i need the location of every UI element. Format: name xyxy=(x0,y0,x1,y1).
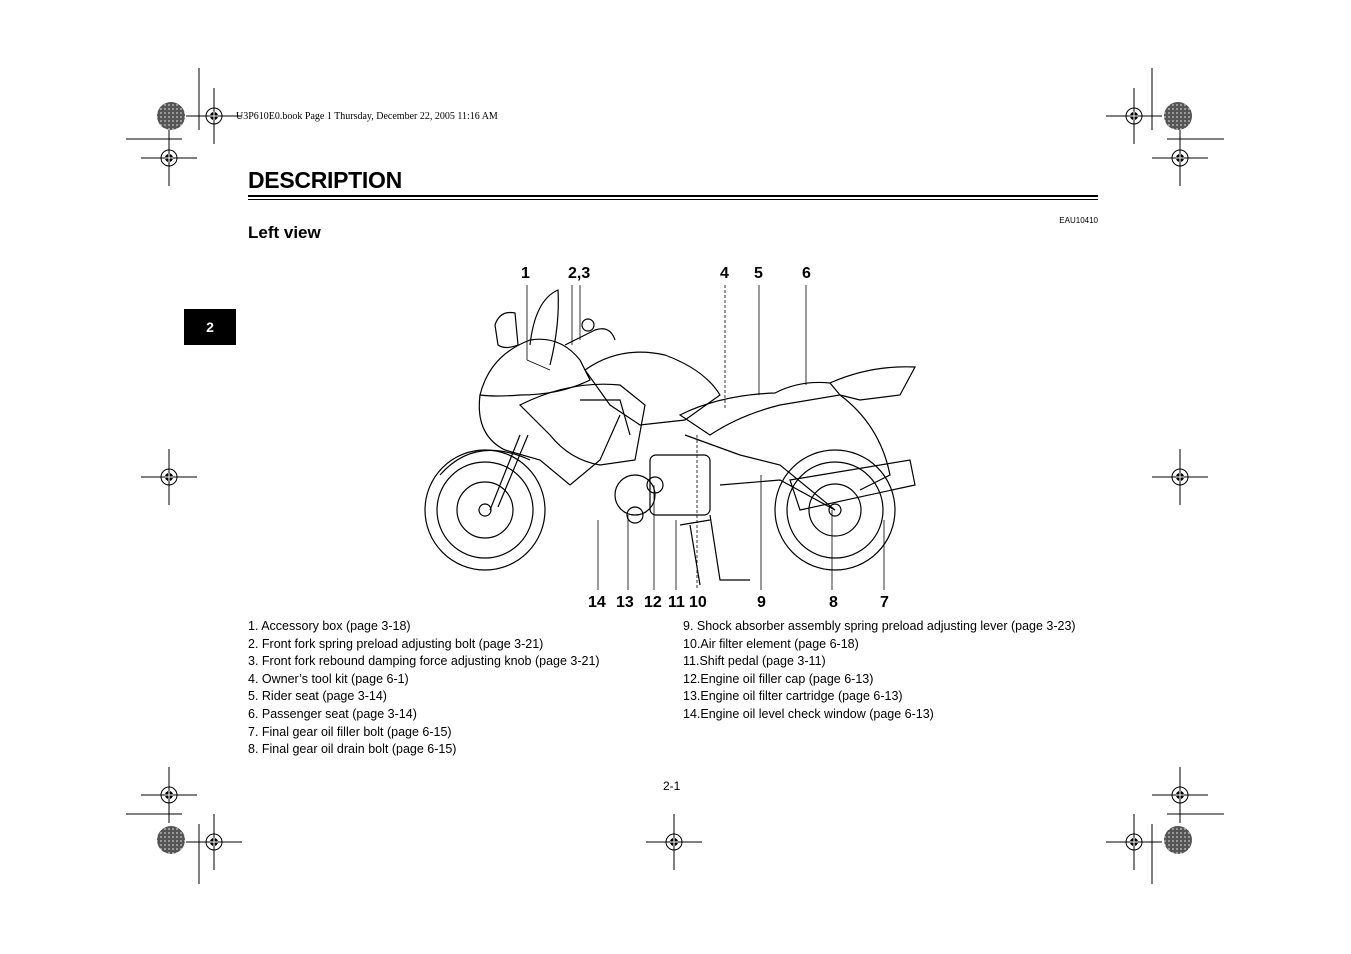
callout-10: 10 xyxy=(689,594,707,611)
motorcycle-illustration-icon xyxy=(424,285,916,590)
legend-item: 4. Owner’s tool kit (page 6-1) xyxy=(248,671,409,686)
title-rule xyxy=(248,195,1098,197)
callout-13: 13 xyxy=(616,594,634,611)
callout-7: 7 xyxy=(880,594,889,611)
doc-code: EAU10410 xyxy=(1059,216,1098,225)
callout-11: 11 xyxy=(668,594,685,611)
callout-9: 9 xyxy=(757,594,766,611)
callout-6: 6 xyxy=(802,265,811,282)
legend-item: 9. Shock absorber assembly spring preloa… xyxy=(683,619,1076,633)
legend-item: 5. Rider seat (page 3-14) xyxy=(248,689,387,704)
callout-8: 8 xyxy=(829,594,838,611)
color-wheel-icon xyxy=(157,102,1192,854)
subtitle: Left view xyxy=(248,223,321,242)
legend-item: 8. Final gear oil drain bolt (page 6-15) xyxy=(248,742,457,757)
callout-4: 4 xyxy=(720,265,729,282)
chapter-tab: 2 xyxy=(184,309,236,345)
callout-12: 12 xyxy=(644,594,662,611)
legend-item: 10.Air filter element (page 6-18) xyxy=(683,636,859,651)
callout-14: 14 xyxy=(588,594,606,611)
callout-1: 1 xyxy=(521,265,530,282)
callout-2-3: 2,3 xyxy=(568,265,591,282)
legend-left: 1. Accessory box (page 3-18) 2. Front fo… xyxy=(248,618,600,759)
legend-item: 7. Final gear oil filler bolt (page 6-15… xyxy=(248,724,452,739)
legend-item: 3. Front fork rebound damping force adju… xyxy=(248,654,600,669)
page-number: 2-1 xyxy=(663,779,681,793)
legend-item: 12.Engine oil filler cap (page 6-13) xyxy=(683,671,874,686)
legend-item: 11.Shift pedal (page 3-11) xyxy=(683,654,826,669)
section-title: DESCRIPTION xyxy=(248,167,402,193)
legend-right: 9. Shock absorber assembly spring preloa… xyxy=(683,618,1076,724)
callout-5: 5 xyxy=(754,265,763,282)
legend-item: 13.Engine oil filter cartridge (page 6-1… xyxy=(683,689,903,704)
print-header: U3P610E0.book Page 1 Thursday, December … xyxy=(236,111,498,122)
legend-item: 1. Accessory box (page 3-18) xyxy=(248,619,411,633)
legend-item: 14.Engine oil level check window (page 6… xyxy=(683,706,934,721)
title-rule-thin xyxy=(248,199,1098,200)
legend-item: 6. Passenger seat (page 3-14) xyxy=(248,706,417,721)
legend-item: 2. Front fork spring preload adjusting b… xyxy=(248,636,544,651)
